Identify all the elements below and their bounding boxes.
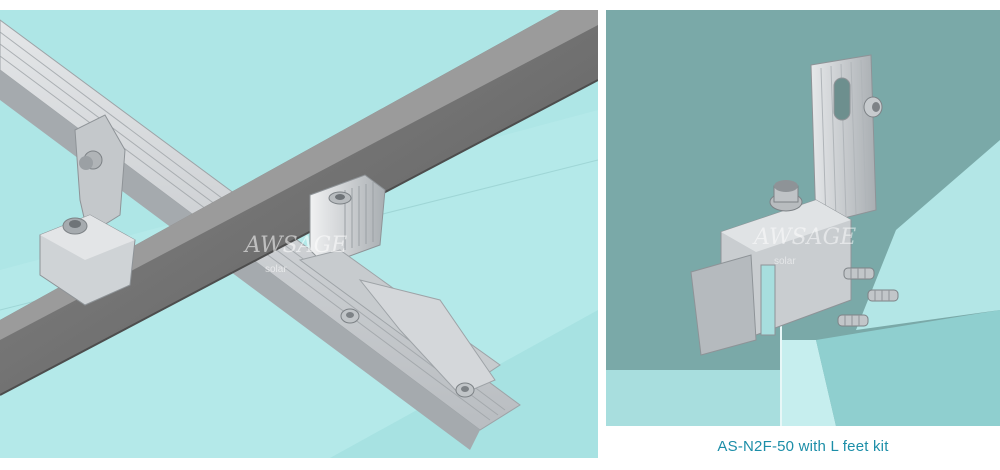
right-render-drawing: AWSAGE solar [606, 10, 1000, 426]
product-caption: AS-N2F-50 with L feet kit [717, 438, 889, 455]
watermark-mark-right: AWSAGE [752, 225, 856, 250]
mid-clamp [309, 174, 386, 266]
l-foot-left [39, 114, 136, 306]
right-product-render: AWSAGE solar [606, 10, 1000, 426]
threaded-bolt-2 [867, 289, 899, 302]
watermark-mark: AWSAGE [243, 233, 347, 258]
left-product-render: AWSAGE solar [0, 10, 598, 458]
watermark-sub: solar [265, 264, 287, 275]
l-foot-right [690, 54, 883, 356]
left-render-drawing: AWSAGE solar [0, 10, 598, 458]
threaded-bolt-3 [837, 314, 869, 327]
bolt-1 [340, 308, 360, 324]
watermark-sub-right: solar [774, 256, 796, 267]
bolt-2 [455, 382, 475, 398]
threaded-bolt-1 [843, 267, 875, 280]
